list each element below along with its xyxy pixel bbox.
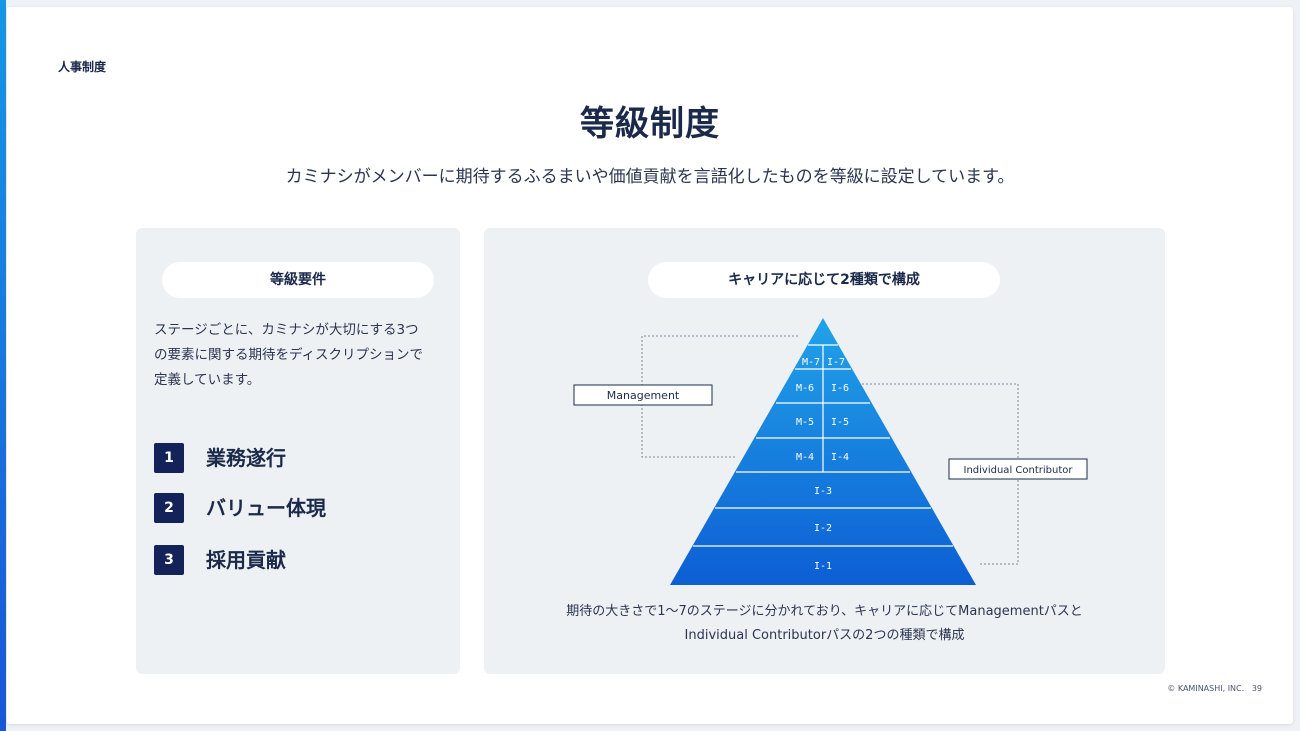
page-title: 等級制度 [580, 104, 720, 144]
footer: © KAMINASHI, INC. 39 [1100, 684, 1262, 693]
level-label-i7: I-7 [827, 357, 845, 368]
level-label-i3: I-3 [814, 486, 832, 497]
grade-requirements-heading: 等級要件 [162, 262, 434, 298]
management-label-box [573, 384, 713, 406]
grade-requirements-description: ステージごとに、カミナシが大切にする3つ の要素に関する期待をディスクリプション… [154, 318, 449, 393]
level-label-i6: I-6 [831, 383, 849, 394]
requirement-label: 業務遂行 [206, 446, 286, 470]
description-line: の要素に関する期待をディスクリプションで [154, 347, 424, 363]
requirement-number: 3 [154, 545, 184, 575]
caption-line: Individual Contributorパスの2つの種類で構成 [684, 628, 965, 643]
ic-label: Individual Contributor [964, 465, 1074, 476]
accent-bar [0, 0, 6, 731]
page-number: 39 [1251, 684, 1262, 693]
requirement-number: 1 [154, 443, 184, 473]
level-label-i1: I-1 [814, 561, 832, 572]
requirement-number: 2 [154, 493, 184, 523]
copyright: © KAMINASHI, INC. [1167, 684, 1245, 693]
pyramid-separators [693, 344, 953, 547]
level-label-i5: I-5 [831, 417, 849, 428]
level-label-m7: M-7 [802, 357, 820, 368]
grade-requirements-panel [136, 228, 460, 674]
requirement-label: 採用貢献 [206, 548, 286, 572]
level-label-m5: M-5 [796, 417, 814, 428]
management-label: Management [607, 389, 680, 402]
level-label-i4: I-4 [831, 452, 849, 463]
section-label: 人事制度 [58, 60, 107, 74]
description-line: 定義しています。 [154, 372, 261, 388]
level-label-m4: M-4 [796, 452, 814, 463]
ic-label-box [948, 458, 1088, 480]
page-subtitle: カミナシがメンバーに期待するふるまいや価値貢献を言語化したものを等級に設定してい… [285, 167, 1015, 187]
pyramid-caption: 期待の大きさで1〜7のステージに分かれており、キャリアに応じてManagemen… [484, 600, 1165, 648]
description-line: ステージごとに、カミナシが大切にする3つ [154, 322, 419, 338]
level-label-m6: M-6 [796, 383, 814, 394]
caption-line: 期待の大きさで1〜7のステージに分かれており、キャリアに応じてManagemen… [566, 604, 1083, 619]
career-paths-heading: キャリアに応じて2種類で構成 [648, 262, 1000, 298]
level-label-i2: I-2 [814, 523, 832, 534]
requirement-label: バリュー体現 [206, 496, 326, 520]
